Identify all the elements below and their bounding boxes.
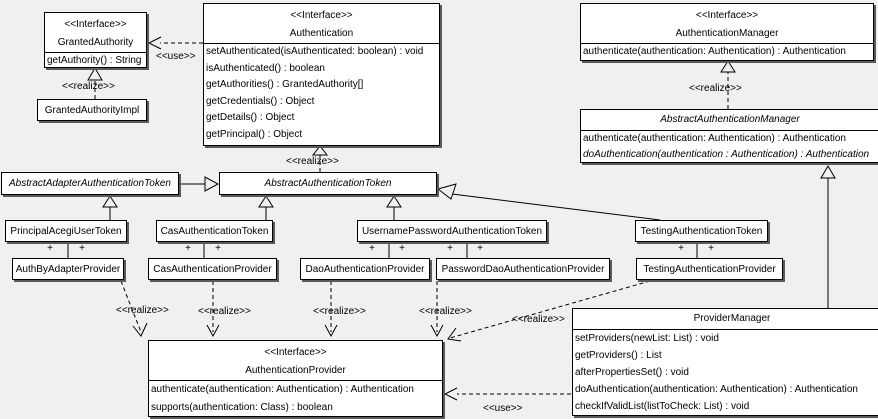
method: setAuthenticated(isAuthenticated: boolea… bbox=[206, 46, 424, 57]
association-plus: + bbox=[79, 243, 85, 254]
class-granted-authority: <<Interface>> GrantedAuthority getAuthor… bbox=[44, 12, 147, 68]
class-authentication-manager: <<Interface>> AuthenticationManager auth… bbox=[580, 3, 874, 61]
class-name: CasAuthenticationToken bbox=[160, 225, 269, 237]
method: setProviders(newList: List) : void bbox=[575, 333, 719, 344]
method: getPrincipal() : Object bbox=[206, 128, 303, 140]
class-name: AuthByAdapterProvider bbox=[15, 263, 121, 275]
class-password-dao-authentication-provider: PasswordDaoAuthenticationProvider bbox=[436, 258, 610, 280]
use-label: <<use>> bbox=[156, 51, 196, 62]
method: authenticate(authentication: Authenticat… bbox=[151, 384, 414, 395]
class-name: PrincipalAcegiUserToken bbox=[10, 225, 122, 237]
class-cas-authentication-provider: CasAuthenticationProvider bbox=[148, 258, 277, 280]
method: checkIfValidList(listToCheck: List) : vo… bbox=[575, 401, 750, 412]
generalization-cas-token-to-abstract-token-arrow bbox=[258, 195, 274, 220]
class-name: GrantedAuthority bbox=[57, 37, 134, 48]
class-cas-authentication-token: CasAuthenticationToken bbox=[156, 220, 273, 242]
class-name: Authentication bbox=[289, 28, 354, 39]
class-authentication: <<Interface>> Authentication setAuthenti… bbox=[203, 3, 440, 146]
class-testing-authentication-token: TestingAuthenticationToken bbox=[635, 220, 768, 242]
method: getAuthority() : String bbox=[47, 55, 142, 66]
realize-label: <<realize>> bbox=[419, 306, 472, 317]
generalization-provider-manager-to-abstract-manager-arrow bbox=[820, 165, 836, 308]
association-plus: + bbox=[399, 243, 405, 254]
generalization-principal-token-to-adapter-token-arrow bbox=[102, 195, 118, 220]
association-plus: + bbox=[447, 243, 453, 254]
stereotype-label: <<Interface>> bbox=[264, 347, 327, 358]
association-plus: + bbox=[708, 243, 714, 254]
class-authentication-provider: <<Interface>> AuthenticationProvider aut… bbox=[148, 340, 443, 417]
class-auth-by-adapter-provider: AuthByAdapterProvider bbox=[12, 258, 124, 280]
generalization-usernamepassword-token-to-abstract-token-arrow bbox=[386, 195, 402, 220]
method: getDetails() : Object bbox=[206, 112, 295, 123]
method: isAuthenticated() : boolean bbox=[206, 62, 325, 74]
class-provider-manager: ProviderManager setProviders(newList: Li… bbox=[572, 308, 878, 416]
class-testing-authentication-provider: TestingAuthenticationProvider bbox=[636, 258, 783, 280]
class-name: AuthenticationProvider bbox=[245, 365, 346, 376]
method: doAuthentication(authentication : Authen… bbox=[583, 149, 870, 160]
class-abstract-authentication-manager: AbstractAuthenticationManager authentica… bbox=[580, 109, 878, 163]
association-plus: + bbox=[678, 243, 684, 254]
method: getAuthorities() : GrantedAuthority[] bbox=[206, 79, 364, 90]
method: authenticate(authentication: Authenticat… bbox=[583, 46, 846, 57]
use-authentication-to-granted-authority-arrow bbox=[147, 36, 203, 50]
method: doAuthentication(authentication: Authent… bbox=[575, 384, 858, 395]
realize-label: <<realize>> bbox=[286, 156, 339, 167]
class-abstract-authentication-token: AbstractAuthenticationToken bbox=[219, 172, 437, 195]
use-label: <<use>> bbox=[483, 403, 523, 414]
class-principal-acegi-user-token: PrincipalAcegiUserToken bbox=[5, 220, 127, 242]
class-name: DaoAuthenticationProvider bbox=[305, 263, 425, 275]
realize-label: <<realize>> bbox=[512, 314, 565, 325]
association-plus: + bbox=[47, 243, 53, 254]
class-name: TestingAuthenticationToken bbox=[640, 225, 763, 237]
realize-label: <<realize>> bbox=[62, 81, 115, 92]
class-name: GrantedAuthorityImpl bbox=[44, 104, 140, 116]
class-granted-authority-impl: GrantedAuthorityImpl bbox=[37, 99, 147, 121]
class-name: AuthenticationManager bbox=[675, 28, 779, 39]
class-name: TestingAuthenticationProvider bbox=[643, 263, 776, 275]
realize-label: <<realize>> bbox=[116, 305, 169, 316]
stereotype-label: <<Interface>> bbox=[290, 10, 353, 21]
class-username-password-authentication-token: UsernamePasswordAuthenticationToken bbox=[357, 220, 547, 242]
association-plus: + bbox=[369, 243, 375, 254]
class-name: AbstractAdapterAuthenticationToken bbox=[9, 178, 171, 189]
method: afterPropertiesSet() : void bbox=[575, 367, 689, 378]
realize-label: <<realize>> bbox=[198, 306, 251, 317]
association-plus: + bbox=[215, 243, 221, 254]
generalization-testing-token-to-abstract-token-arrow bbox=[436, 183, 661, 221]
class-name: AbstractAuthenticationManager bbox=[581, 110, 878, 131]
class-name: ProviderManager bbox=[573, 309, 878, 330]
generalization-adapter-token-to-abstract-token-arrow bbox=[180, 176, 220, 192]
method: supports(authentication: Class) : boolea… bbox=[151, 402, 333, 413]
class-name: CasAuthenticationProvider bbox=[153, 263, 272, 275]
method: getCredentials() : Object bbox=[206, 95, 315, 107]
realize-label: <<realize>> bbox=[313, 306, 366, 317]
class-name: AbstractAuthenticationToken bbox=[264, 178, 392, 189]
class-name: UsernamePasswordAuthenticationToken bbox=[361, 225, 543, 237]
class-abstract-adapter-authentication-token: AbstractAdapterAuthenticationToken bbox=[1, 172, 179, 195]
stereotype-label: <<Interface>> bbox=[695, 10, 759, 21]
realize-label: <<realize>> bbox=[689, 83, 742, 94]
association-plus: + bbox=[185, 243, 191, 254]
method: authenticate(authentication: Authenticat… bbox=[583, 133, 846, 144]
association-plus: + bbox=[477, 243, 483, 254]
stereotype-label: <<Interface>> bbox=[64, 19, 127, 30]
use-provider-manager-to-authentication-provider-arrow bbox=[443, 387, 571, 401]
method: getProviders() : List bbox=[575, 350, 662, 361]
class-name: PasswordDaoAuthenticationProvider bbox=[441, 263, 605, 275]
class-dao-authentication-provider: DaoAuthenticationProvider bbox=[300, 258, 430, 280]
